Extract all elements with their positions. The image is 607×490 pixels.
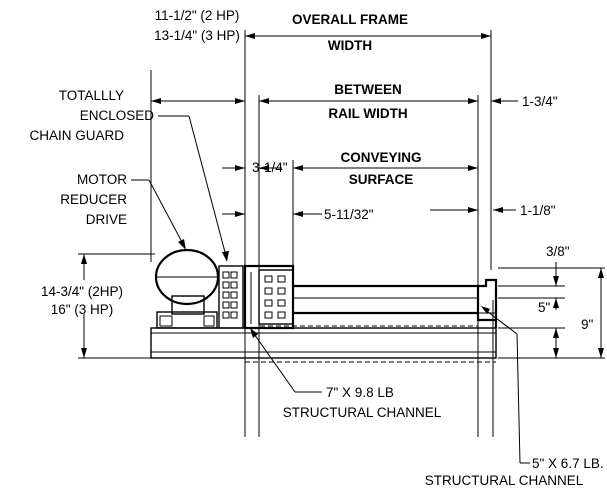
labels: 11-1/2" (2 HP) 13-1/4" (3 HP) OVERALL FR… [29,8,603,488]
vertical-dimensions [498,262,605,359]
channel-7-label-2: STRUCTURAL CHANNEL [283,405,442,420]
dim-1-3-4-label: 1-3/4" [522,94,558,109]
frame-base [150,325,497,363]
chain-guard-label: TOTALLLY [59,88,124,103]
leader-lines [131,115,530,464]
dim-9-label: 9" [581,317,594,332]
channel-7-label: 7" X 9.8 LB [326,385,394,400]
hp-offset-3hp-label: 13-1/4" (3 HP) [154,28,240,43]
between-rail-width-label-2: RAIL WIDTH [328,106,407,121]
dim-3-8-label: 3/8" [546,244,570,259]
motor-reducer-label: MOTOR [77,172,127,187]
motor-reducer-label-2: REDUCER [60,192,127,207]
height-dimension [78,253,155,359]
channel-5-label: 5" X 6.7 LB. [532,456,604,471]
motor-reducer-drive [154,248,220,329]
conveying-surface-label-2: SURFACE [349,172,414,187]
hp-offset-2hp-label: 11-1/2" (2 HP) [155,8,240,23]
overall-frame-width-label-2: WIDTH [328,38,372,53]
side-frame-channel [243,264,295,330]
overall-frame-width-label: OVERALL FRAME [292,12,408,27]
dim-3-1-4-label: 3-1/4" [252,160,288,175]
dim-5-11-32-label: 5-11/32" [324,207,374,222]
dim-1-1-8-label: 1-1/8" [520,203,556,218]
channel-5-label-2: STRUCTURAL CHANNEL [425,473,584,488]
dimension-lines [151,33,518,217]
chain-guard-label-2: ENCLOSED [80,108,155,123]
conveying-surface-label: CONVEYING [340,150,421,165]
height-2hp-label: 14-3/4" (2HP) [41,284,123,299]
height-3hp-label: 16" (3 HP) [51,302,114,317]
dim-5-label: 5" [538,300,551,315]
between-rail-width-label: BETWEEN [334,82,402,97]
conveyor-roller [293,284,478,315]
chain-guard-label-3: CHAIN GUARD [29,128,124,143]
extension-lines [150,30,494,437]
motor-reducer-label-3: DRIVE [86,212,127,227]
chain-guard [218,265,244,329]
